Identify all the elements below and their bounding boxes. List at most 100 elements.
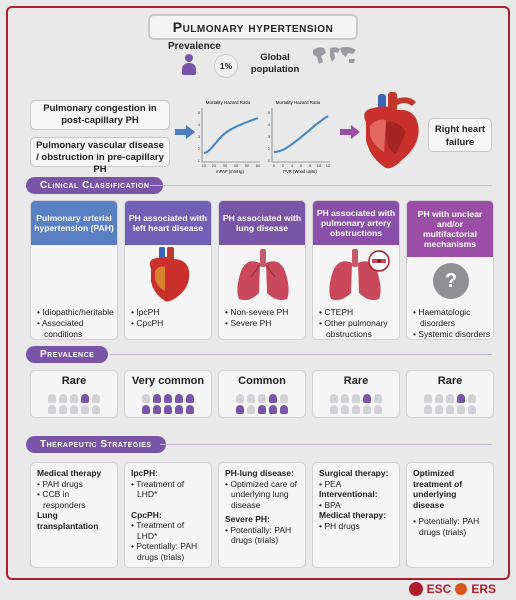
person-icon [81,394,89,403]
svg-text:3: 3 [198,134,201,139]
person-icon [457,405,465,414]
esc-logo-icon [408,582,423,596]
person-icon [341,405,349,414]
section-therapeutic-strategies: Therapeutic Strategies [26,436,166,453]
svg-text:1: 1 [198,158,201,163]
person-icon [374,405,382,414]
divider [160,444,492,445]
people-grid [142,394,194,414]
person-icon [175,405,183,414]
group-bullets: • IpcPH • CpcPH [131,307,164,328]
person-icon [236,394,244,403]
svg-text:12: 12 [326,163,331,168]
person-icon [280,405,288,414]
person-icon [142,405,150,414]
svg-text:8: 8 [309,163,312,168]
person-icon [142,394,150,403]
post-capillary-box: Pulmonary congestion in post-capillary P… [30,100,170,130]
person-icon [457,394,465,403]
svg-text:2: 2 [198,146,201,151]
global-prevalence: Prevalence 1% Global population [160,40,360,84]
person-icon [374,394,382,403]
prevalence-card: Rare [30,370,118,418]
svg-text:40: 40 [234,163,239,168]
heart-icon [149,247,190,302]
percent-badge: 1% [214,54,238,78]
svg-text:10: 10 [317,163,322,168]
global-population-label: Global population [250,52,300,75]
svg-text:5: 5 [268,110,271,115]
person-icon [153,405,161,414]
therapy-card: Optimized treatment of underlying diseas… [406,462,494,568]
prevalence-card: Very common [124,370,212,418]
prevalence-card: Rare [312,370,400,418]
prevalence-value: Rare [437,375,463,387]
prevalence-value: Rare [61,375,87,387]
person-icon [363,405,371,414]
pvr-hazard-graph: Mortality Hazard Ratio 5 4 3 2 1 0 2 4 6… [268,100,331,174]
group-title: PH associated with pulmonary artery obst… [313,201,399,245]
person-icon [48,394,56,403]
person-icon [280,394,288,403]
people-grid [424,394,476,414]
person-icon [363,394,371,403]
section-prevalence: Prevalence [26,346,109,363]
person-icon [424,394,432,403]
group-title: PH with unclear and/or multifactorial me… [407,201,493,257]
therapy-card: Surgical therapy: • PEA Interventional: … [312,462,400,568]
group-card-lung: PH associated with lung disease • Non-se… [218,200,306,340]
svg-text:20: 20 [212,163,217,168]
person-icon [446,405,454,414]
graph-right-title: Mortality Hazard Ratio [276,100,321,105]
prevalence-card: Rare [406,370,494,418]
graph-left-title: Mortality Hazard Ratio [206,100,251,105]
poster-frame [6,6,510,580]
section-clinical-classification: Clinical Classification [26,177,164,194]
group-bullets: • Non-severe PH • Severe PH [225,307,289,328]
prevalence-label: Prevalence [168,41,221,52]
svg-text:3: 3 [268,134,271,139]
people-grid [236,394,288,414]
group-card-unclear: PH with unclear and/or multifactorial me… [406,200,494,340]
svg-text:4: 4 [268,122,271,127]
person-icon [186,405,194,414]
svg-text:6: 6 [300,163,303,168]
people-grid [330,394,382,414]
person-icon [269,394,277,403]
person-icon [435,394,443,403]
person-icon [424,405,432,414]
person-icon [468,405,476,414]
pre-capillary-box: Pulmonary vascular disease / obstruction… [30,137,170,175]
group-title: PH associated with lung disease [219,201,305,245]
svg-text:30: 30 [223,163,228,168]
lungs-clot-icon [329,249,390,301]
esc-ers-logo: ESC ERS [404,580,500,598]
lungs-icon [237,249,289,301]
heart-illustration [364,92,419,169]
svg-text:4: 4 [291,163,294,168]
person-icon [59,394,67,403]
group-bullets: • CTEPH • Other pulmonary obstructions [319,307,388,339]
graph-left-xlabel: mPAP (mmHg) [216,169,244,174]
arrow-right-icon [340,125,360,139]
therapy-card: PH-lung disease: • Optimized care of und… [218,462,306,568]
svg-text:60: 60 [256,163,261,168]
person-icon [330,405,338,414]
person-icon [341,394,349,403]
person-icon [446,394,454,403]
svg-text:50: 50 [245,163,250,168]
person-icon [269,405,277,414]
group-title: Pulmonary arterial hypertension (PAH) [31,201,117,245]
person-icon [352,394,360,403]
divider [150,185,492,186]
svg-text:4: 4 [198,122,201,127]
person-icon [352,405,360,414]
person-icon [468,394,476,403]
person-icon [236,405,244,414]
mpap-hazard-graph: Mortality Hazard Ratio 5 4 3 2 1 10 20 3… [198,100,261,174]
group-bullets: • Haematologic disorders • Systemic diso… [413,307,491,339]
svg-text:0: 0 [273,163,276,168]
person-icon [70,394,78,403]
page-title: Pulmonary hypertension [148,14,358,40]
therapy-card: Medical therapy • PAH drugs • CCB in res… [30,462,118,568]
